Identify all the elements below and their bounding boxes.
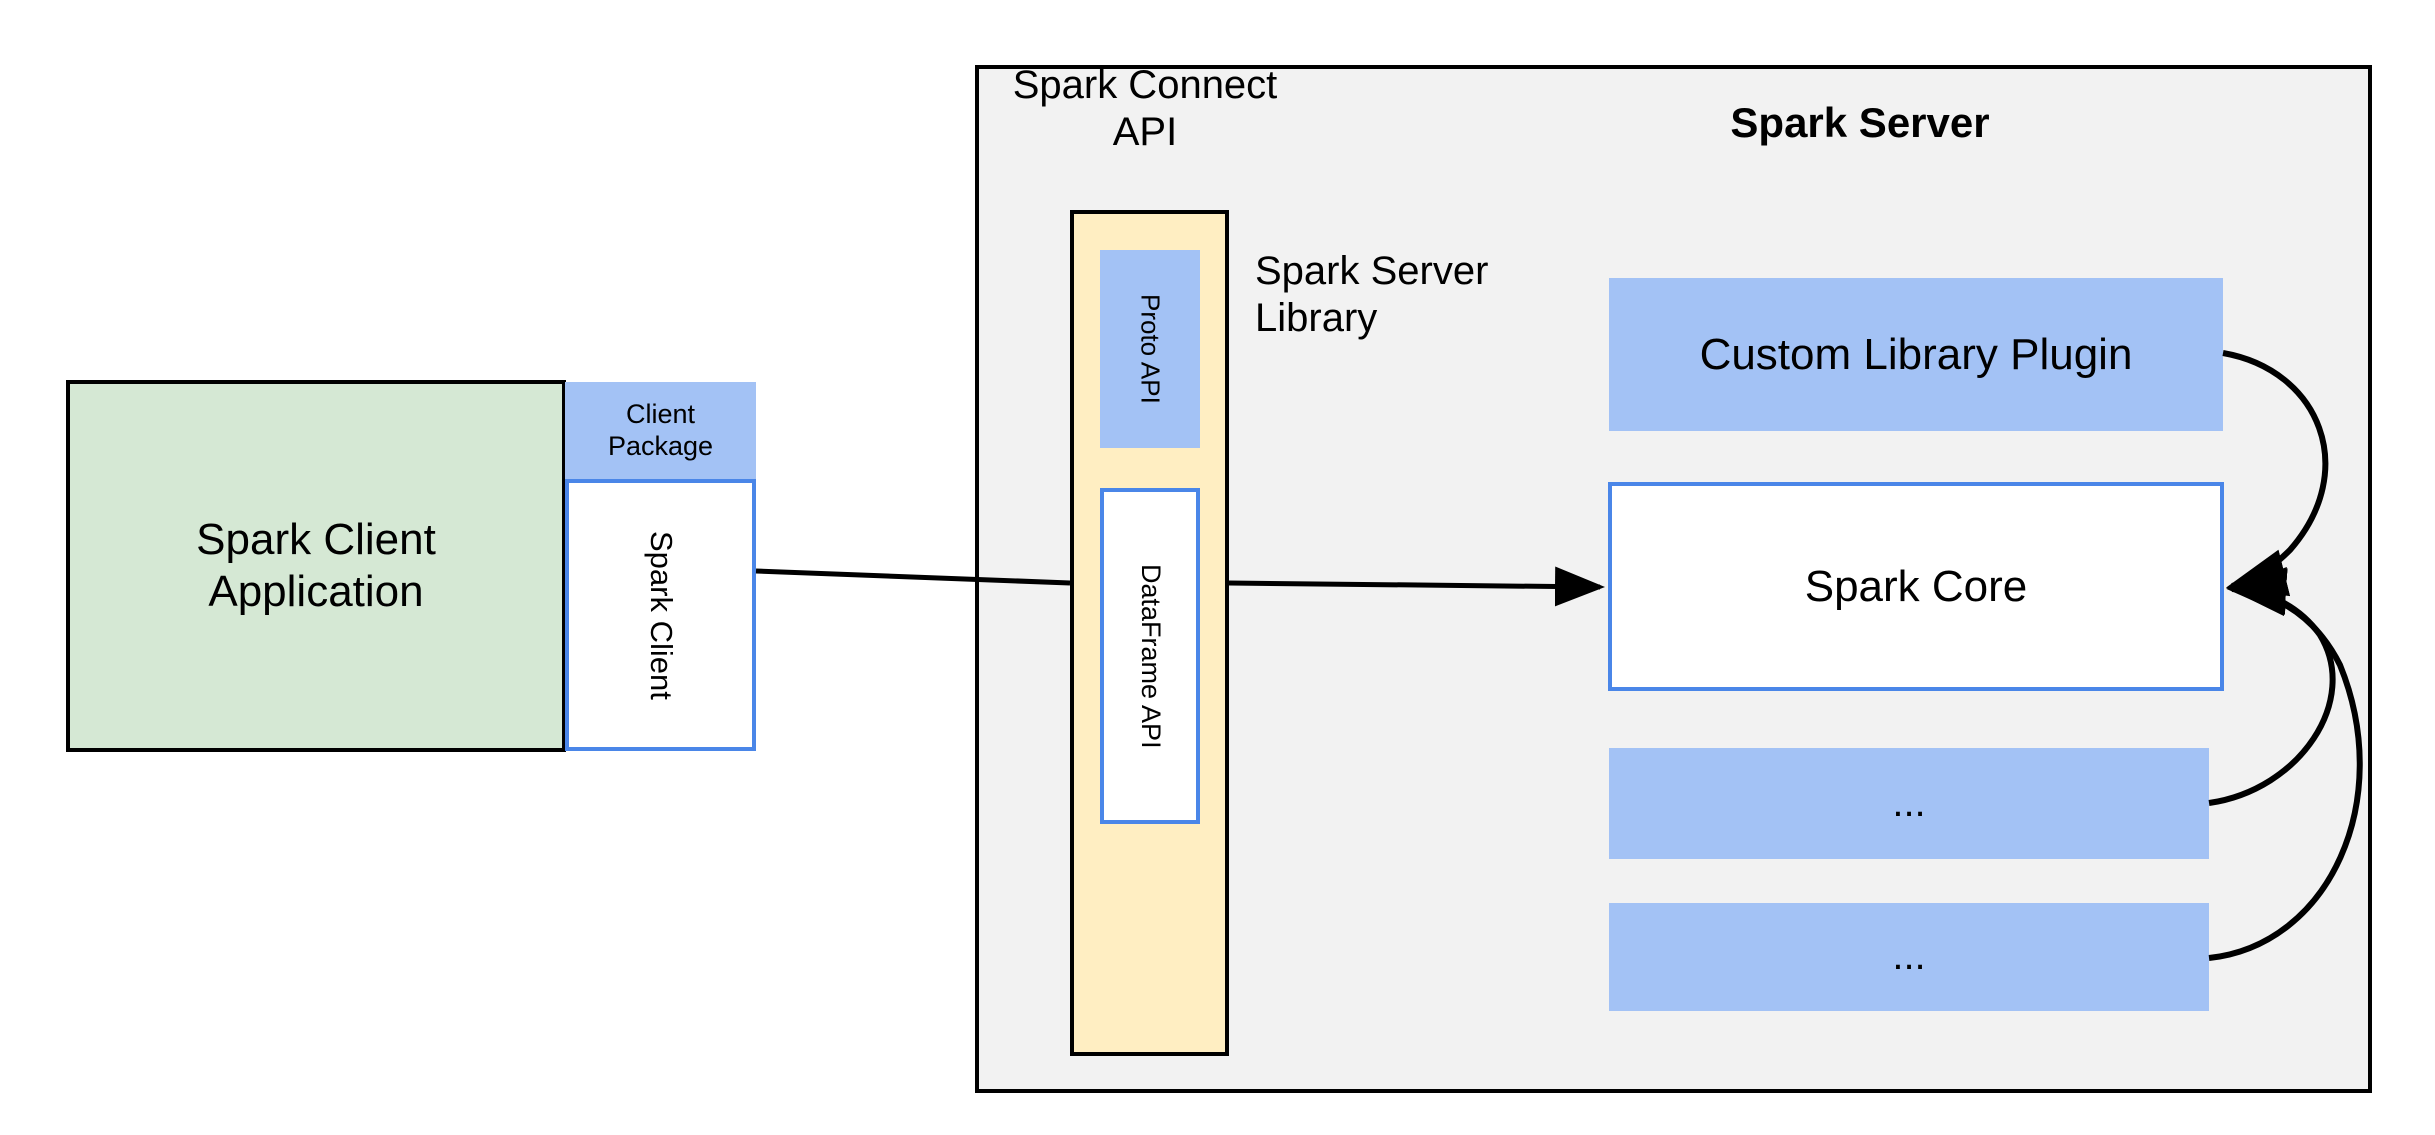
ellipsis-box-2-label: ...: [1892, 934, 1926, 979]
spark-server-library-label-line1: Spark Server: [1255, 249, 1489, 293]
dataframe-api-box[interactable]: DataFrame API: [1100, 488, 1200, 824]
ellipsis-box-1-label: ...: [1892, 780, 1926, 825]
ellipsis-box-1[interactable]: ...: [1609, 748, 2209, 859]
spark-connect-api-label-line2: API: [1112, 110, 1178, 155]
spark-connect-api-label-line1: Spark Connect: [1012, 63, 1278, 107]
client-package-label-line2: Package: [607, 430, 714, 461]
spark-client-box[interactable]: Spark Client: [565, 479, 756, 751]
spark-server-library-label-line2: Library: [1255, 296, 1378, 341]
dataframe-api-label: DataFrame API: [1135, 563, 1166, 749]
spark-core-box[interactable]: Spark Core: [1608, 482, 2224, 691]
proto-api-box[interactable]: Proto API: [1100, 250, 1200, 448]
client-package-box[interactable]: Client Package: [565, 382, 756, 479]
spark-client-application-label-line2: Application: [208, 567, 424, 616]
spark-core-label: Spark Core: [1804, 561, 2028, 611]
proto-api-label: Proto API: [1135, 294, 1166, 404]
custom-library-plugin-box[interactable]: Custom Library Plugin: [1609, 278, 2223, 431]
spark-connect-api-label: Spark Connect API: [1000, 62, 1290, 158]
spark-server-title: Spark Server: [1730, 99, 1990, 147]
spark-server-library-label: Spark Server Library: [1255, 248, 1545, 348]
spark-client-application-label-line1: Spark Client: [196, 515, 436, 565]
custom-library-plugin-label: Custom Library Plugin: [1699, 329, 2133, 379]
client-package-label-line1: Client: [625, 398, 695, 429]
ellipsis-box-2[interactable]: ...: [1609, 903, 2209, 1011]
spark-client-label: Spark Client: [643, 530, 679, 700]
spark-client-application-box[interactable]: Spark Client Application: [66, 380, 566, 752]
